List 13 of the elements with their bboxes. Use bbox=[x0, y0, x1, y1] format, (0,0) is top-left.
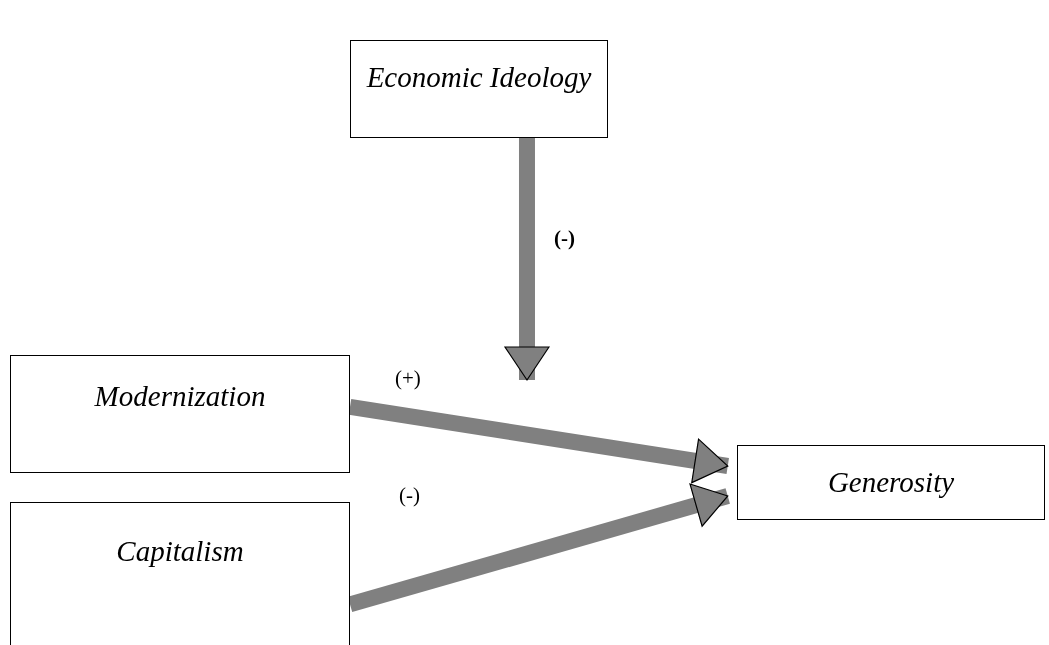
concept-box bbox=[350, 40, 608, 138]
edge-label: (-) bbox=[399, 485, 420, 506]
box-label: Generosity bbox=[826, 465, 956, 500]
block-arrow bbox=[504, 138, 550, 381]
box-label: Modernization bbox=[93, 379, 267, 414]
box-label: Economic Ideology bbox=[365, 60, 593, 95]
box-label: Capitalism bbox=[115, 534, 245, 569]
concept-box bbox=[737, 445, 1045, 520]
edge-label: (-) bbox=[554, 228, 575, 249]
edge-label: (+) bbox=[395, 368, 421, 389]
concept-box bbox=[10, 355, 350, 473]
block-arrow bbox=[348, 399, 729, 484]
concept-box bbox=[10, 502, 350, 645]
